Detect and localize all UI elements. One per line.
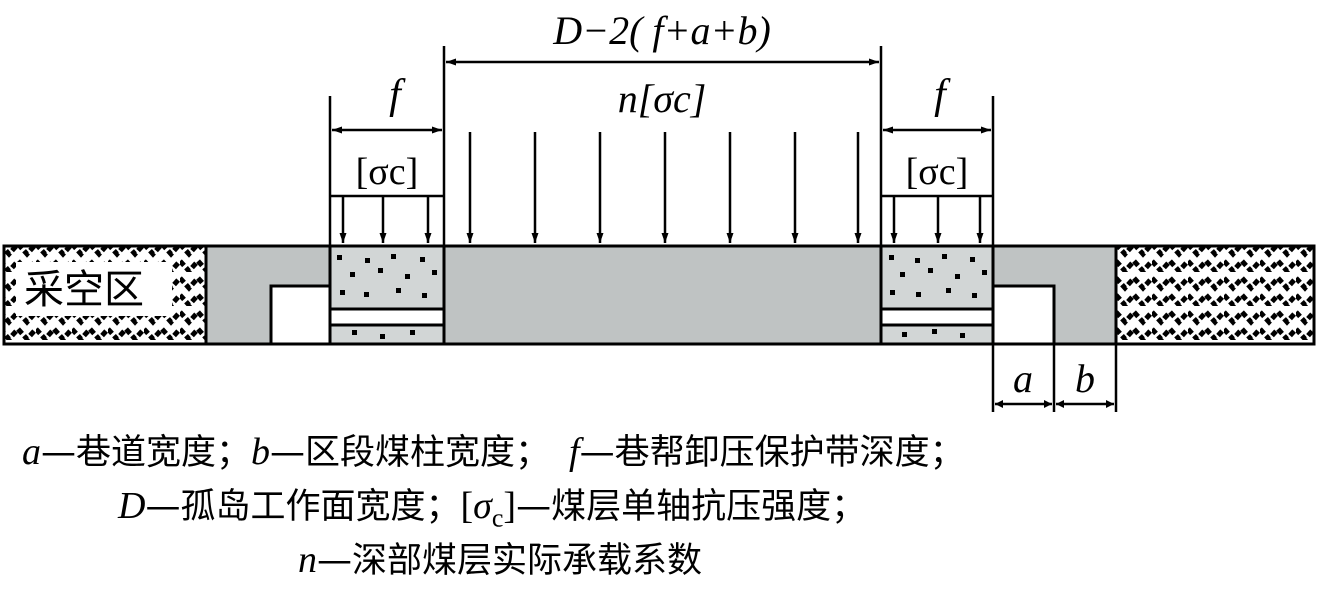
legend-n-symbol: n xyxy=(298,539,317,581)
drill-hole-right xyxy=(879,307,995,327)
right-load-label: [σc] xyxy=(906,151,969,193)
load-arrows-center xyxy=(466,132,862,243)
legend-d-symbol: D xyxy=(118,485,146,527)
legend-d-desc: —孤岛工作面宽度； xyxy=(145,487,461,527)
legend-b-symbol: b xyxy=(251,431,271,473)
legend-sigma-sub: c xyxy=(491,503,504,533)
legend-b-desc: —区段煤柱宽度； xyxy=(270,433,551,473)
legend-a-desc: —巷道宽度； xyxy=(41,433,252,473)
legend-line-1: a—巷道宽度；b—区段煤柱宽度； f—巷帮卸压保护带深度； xyxy=(0,430,1340,475)
load-arrows-right xyxy=(890,196,984,243)
left-f-label: f xyxy=(389,72,406,118)
dim-total-label: D−2( f+a+b) xyxy=(552,8,771,53)
legend-f-desc: —巷帮卸压保护带深度； xyxy=(579,433,965,473)
legend-sigma-open: [ xyxy=(460,485,474,527)
legend-n-desc: —深部煤层实际承载系数 xyxy=(317,541,703,581)
legend-sigma-close: ] xyxy=(503,485,517,527)
a-label: a xyxy=(1013,356,1033,401)
legend-line-3: n—深部煤层实际承载系数 xyxy=(0,538,1340,583)
legend-sigma-desc: —煤层单轴抗压强度； xyxy=(516,487,867,527)
load-arrows-left xyxy=(339,196,432,243)
goaf-label: 采空区 xyxy=(24,267,144,313)
roadway-left xyxy=(269,284,332,346)
goaf-label-bg xyxy=(16,262,172,316)
right-f-label: f xyxy=(934,72,951,118)
extension-lines xyxy=(328,46,1118,412)
legend-a-symbol: a xyxy=(22,431,41,473)
legend-sigma-symbol: σ xyxy=(473,485,492,527)
roadway-right xyxy=(991,284,1056,346)
b-label: b xyxy=(1075,356,1095,401)
drill-hole-left xyxy=(328,307,446,327)
destress-dots xyxy=(337,254,987,339)
center-load-label: n[σc] xyxy=(618,76,707,121)
goaf-right xyxy=(1114,244,1316,346)
left-load-label: [σc] xyxy=(356,151,419,193)
legend-line-2: D—孤岛工作面宽度；[σc]—煤层单轴抗压强度； xyxy=(0,484,1340,541)
dimension-lines xyxy=(332,58,1114,408)
legend-f-symbol: f xyxy=(569,431,580,473)
